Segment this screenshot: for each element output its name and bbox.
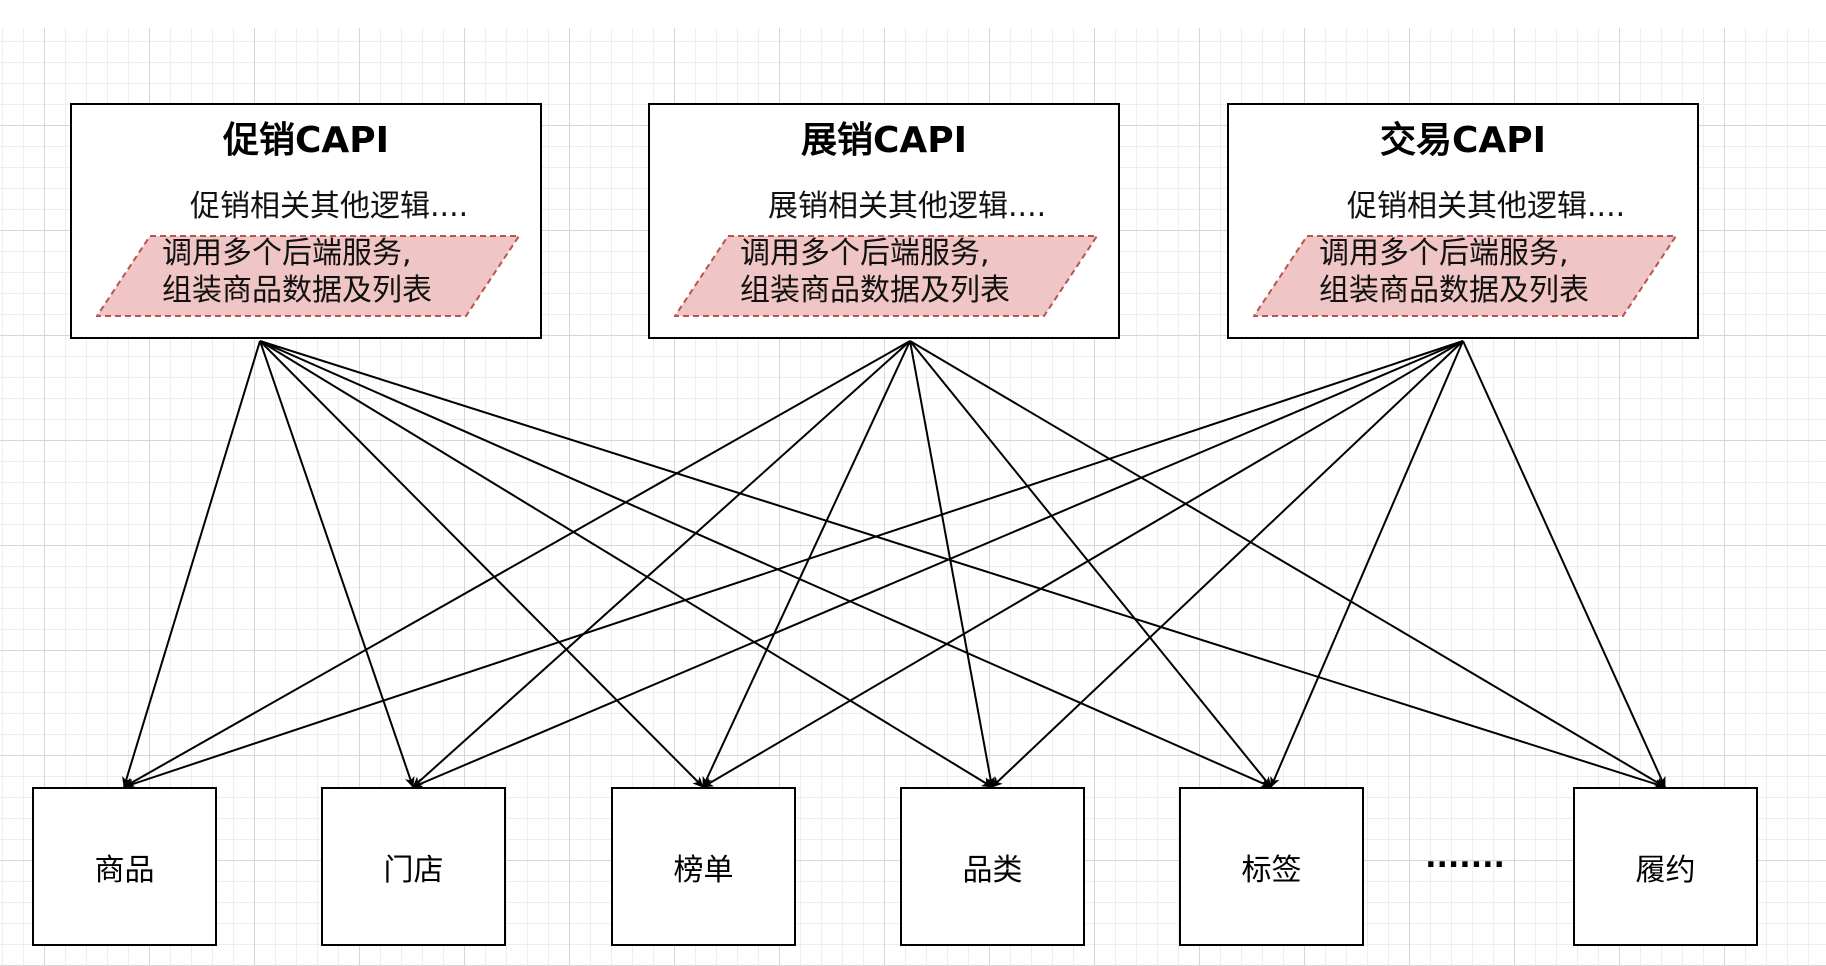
connector-arrow-2-4	[1270, 340, 1464, 788]
connector-arrow-0-2	[259, 340, 704, 788]
connector-arrow-0-3	[259, 340, 993, 788]
connector-arrow-1-4	[909, 340, 1272, 788]
service-label: 标签	[1241, 852, 1302, 888]
capi-note-line: 调用多个后端服务,	[740, 236, 990, 271]
capi-box-exhibition[interactable]: 展销CAPI 展销相关其他逻辑.... 调用多个后端服务, 组装商品数据及列表	[648, 103, 1120, 339]
parallelogram-shape	[96, 235, 520, 317]
connector-arrow-1-5	[909, 340, 1666, 788]
capi-note-line: 调用多个后端服务,	[162, 236, 412, 271]
capi-note-line: 组装商品数据及列表	[1319, 273, 1589, 308]
capi-note-text: 调用多个后端服务, 组装商品数据及列表	[1319, 235, 1589, 309]
connector-arrow-0-5	[259, 340, 1666, 789]
capi-description: 促销相关其他逻辑....	[190, 189, 469, 224]
parallelogram-shape	[674, 235, 1098, 317]
capi-note-parallelogram: 调用多个后端服务, 组装商品数据及列表	[674, 235, 1098, 317]
parallelogram-shape	[1253, 235, 1677, 317]
connector-arrow-0-0	[122, 340, 261, 788]
connector-arrow-2-0	[123, 340, 1464, 789]
service-box-product[interactable]: 商品	[32, 787, 217, 946]
capi-box-promotion[interactable]: 促销CAPI 促销相关其他逻辑.... 调用多个后端服务, 组装商品数据及列表	[70, 103, 542, 339]
capi-note-text: 调用多个后端服务, 组装商品数据及列表	[740, 235, 1010, 309]
capi-note-line: 组装商品数据及列表	[740, 273, 1010, 308]
connector-arrow-1-0	[123, 340, 911, 788]
service-box-ranking[interactable]: 榜单	[611, 787, 796, 946]
capi-note-text: 调用多个后端服务, 组装商品数据及列表	[162, 235, 432, 309]
connector-arrow-0-1	[259, 340, 415, 788]
capi-title: 交易CAPI	[1379, 120, 1547, 161]
connector-arrow-2-2	[702, 340, 1464, 788]
capi-note-parallelogram: 调用多个后端服务, 组装商品数据及列表	[1253, 235, 1677, 317]
service-box-fulfillment[interactable]: 履约	[1573, 787, 1758, 946]
capi-title: 促销CAPI	[222, 120, 390, 161]
connector-arrow-1-2	[702, 340, 911, 788]
capi-note-line: 组装商品数据及列表	[162, 273, 432, 308]
capi-title: 展销CAPI	[800, 120, 968, 161]
more-services-ellipsis: .......	[1425, 840, 1505, 875]
service-label: 榜单	[673, 852, 734, 888]
service-box-store[interactable]: 门店	[321, 787, 506, 946]
connector-arrow-1-1	[412, 340, 911, 788]
capi-note-parallelogram: 调用多个后端服务, 组装商品数据及列表	[96, 235, 520, 317]
service-label: 品类	[962, 852, 1023, 888]
connector-arrow-0-4	[259, 340, 1272, 788]
connector-arrow-2-5	[1462, 340, 1666, 788]
capi-description: 促销相关其他逻辑....	[1347, 189, 1626, 224]
service-label: 门店	[383, 852, 444, 888]
service-label: 履约	[1635, 852, 1696, 888]
service-label: 商品	[94, 852, 155, 888]
connector-arrow-2-3	[991, 340, 1464, 788]
capi-note-line: 调用多个后端服务,	[1319, 236, 1569, 271]
connector-arrow-2-1	[412, 340, 1464, 788]
capi-description: 展销相关其他逻辑....	[768, 189, 1047, 224]
capi-box-trade[interactable]: 交易CAPI 促销相关其他逻辑.... 调用多个后端服务, 组装商品数据及列表	[1227, 103, 1699, 339]
connector-arrow-1-3	[909, 340, 996, 788]
service-box-tag[interactable]: 标签	[1179, 787, 1364, 946]
service-box-category[interactable]: 品类	[900, 787, 1085, 946]
